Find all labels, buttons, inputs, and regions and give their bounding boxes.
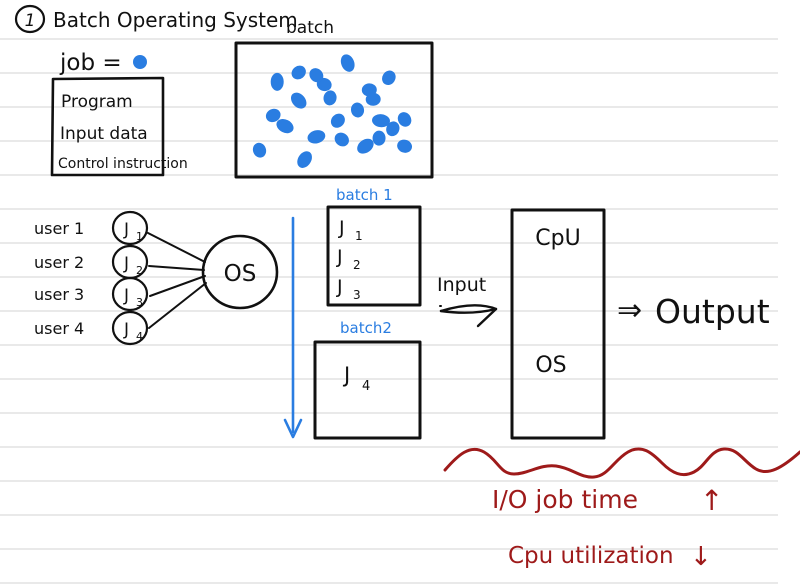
- batch-2-group: batch2 J 4: [313, 319, 422, 440]
- batch-dots-group: [252, 54, 413, 168]
- batch-job-dot: [357, 138, 374, 154]
- svg-text:Program: Program: [61, 92, 133, 112]
- os-node-target: [203, 236, 277, 308]
- svg-text:CpU: CpU: [535, 226, 580, 251]
- svg-text:Input data: Input data: [60, 124, 148, 144]
- batch-job-dot: [397, 139, 413, 153]
- batch-job-dot: [291, 65, 306, 80]
- svg-text:↑: ↑: [700, 484, 723, 517]
- batch-job-dot: [340, 54, 355, 72]
- batch-job-dot: [372, 130, 386, 146]
- batch-job-dot: [270, 72, 284, 91]
- svg-text:⇒: ⇒: [617, 293, 642, 328]
- svg-text:Control instruction: Control instruction: [58, 156, 188, 172]
- user-label-4: user 4: [34, 319, 84, 338]
- svg-text:2: 2: [353, 258, 361, 272]
- cpu-box-target: [512, 210, 604, 438]
- svg-text:J: J: [336, 246, 343, 268]
- job-contents-box: Program Input data Control instruction: [50, 76, 188, 177]
- batch-box-target: [236, 43, 432, 177]
- svg-text:batch2: batch2: [340, 319, 392, 337]
- batch-job-dot: [350, 102, 365, 118]
- cpu-box: CpU OS: [510, 208, 606, 440]
- blue-dot-icon: [133, 55, 147, 69]
- user-to-os-connectors: [147, 232, 207, 329]
- job-circle-4: [111, 310, 149, 346]
- page-title: Batch Operating System: [53, 8, 298, 32]
- svg-text:Output: Output: [655, 292, 770, 331]
- item-number-circle: 1: [14, 4, 46, 34]
- output-group: ⇒ Output: [617, 292, 770, 331]
- batch-job-dot: [291, 92, 307, 109]
- batch-1-box-target: [328, 207, 420, 305]
- batch-job-dot: [323, 90, 337, 106]
- job-circle-label-3: J: [123, 286, 129, 306]
- batch-job-dot: [397, 112, 412, 127]
- svg-text:1: 1: [355, 229, 363, 243]
- user-label-3: user 3: [34, 285, 84, 304]
- batch-job-dot: [334, 132, 349, 147]
- batch-job-dot: [372, 114, 390, 128]
- batch-job-dot: [330, 113, 345, 128]
- red-wavy-separator: [443, 447, 800, 479]
- job-circle-index-3: 3: [136, 296, 143, 309]
- batch-job-dot: [297, 151, 312, 168]
- job-circle-index-1: 1: [136, 230, 143, 243]
- job-contents-box-target: [52, 78, 164, 176]
- job-circle-label-4: J: [123, 320, 129, 340]
- svg-text:J: J: [338, 217, 345, 239]
- svg-text:Cpu utilization: Cpu utilization: [508, 543, 674, 569]
- svg-text:1: 1: [25, 11, 36, 31]
- os-node: OS: [201, 234, 279, 310]
- batch-job-dot: [382, 70, 396, 86]
- svg-text:J: J: [342, 363, 350, 387]
- down-arrow-blue-icon: [283, 216, 303, 439]
- job-circle-label-2: J: [123, 254, 129, 274]
- batch-job-dot: [386, 121, 400, 137]
- batch-1-group: batch 1 J 1 J 2 J 3: [326, 186, 422, 307]
- job-circle-3: [111, 276, 149, 312]
- job-circle-label-1: J: [123, 220, 129, 240]
- svg-text:I/O job time: I/O job time: [492, 485, 638, 514]
- input-arrow-group: Input: [437, 274, 498, 328]
- job-circle-1: [111, 210, 149, 246]
- annotation-line-1: I/O job time ↑: [492, 484, 723, 517]
- svg-text:J: J: [336, 276, 343, 298]
- batch-2-box-target: [315, 342, 420, 438]
- annotation-line-2: Cpu utilization ↓: [508, 542, 712, 572]
- svg-text:batch 1: batch 1: [336, 186, 393, 204]
- svg-text:Input: Input: [437, 274, 486, 296]
- svg-text:3: 3: [353, 288, 361, 302]
- batch-job-dot: [309, 68, 324, 83]
- batch-job-dot: [365, 92, 381, 106]
- batch-job-dot: [252, 142, 267, 158]
- batch-job-dot: [276, 119, 294, 134]
- job-equals-label: job =: [59, 50, 122, 76]
- svg-text:OS: OS: [535, 353, 566, 378]
- svg-text:OS: OS: [224, 261, 257, 287]
- user-label-1: user 1: [34, 219, 84, 238]
- job-circle-index-4: 4: [136, 330, 143, 343]
- job-circle-index-2: 2: [136, 264, 143, 277]
- batch-job-dot: [307, 130, 326, 144]
- svg-text:4: 4: [362, 379, 370, 394]
- svg-text:↓: ↓: [690, 542, 712, 572]
- batch-box-caption: batch: [286, 18, 334, 38]
- user-label-2: user 2: [34, 253, 84, 272]
- batch-job-dot: [265, 108, 281, 123]
- batch-box: [234, 41, 434, 179]
